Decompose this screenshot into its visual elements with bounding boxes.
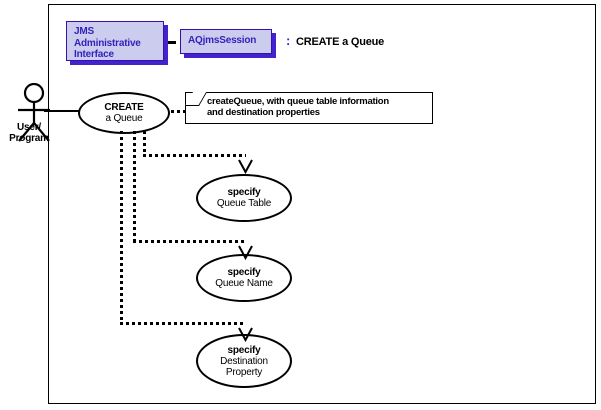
class-box-jms-line-1: JMS (74, 26, 94, 37)
note-createqueue: createQueue, with queue table informatio… (185, 92, 433, 124)
diagram-frame (48, 4, 596, 404)
use-case-create-line-1: CREATE (104, 102, 144, 113)
use-case-create-line-2: a Queue (105, 113, 143, 124)
class-box-aqjmssession-label: AQjmsSession (188, 35, 257, 46)
header-separator-dash (168, 41, 176, 44)
dashed-vertical-stub (143, 131, 146, 156)
class-box-jms-line-2: Administrative (74, 37, 141, 49)
use-case-queue-name-line-2: Queue Name (215, 278, 273, 289)
use-case-destination-line-1: specify (227, 344, 261, 356)
dashed-vertical-outer (120, 131, 123, 325)
use-case-queue-table-line-1: specify (227, 187, 261, 198)
actor-label-line-1: User/ (16, 122, 41, 133)
page-title: CREATE a Queue (296, 36, 385, 48)
use-case-destination-line-2: Destination (220, 355, 268, 367)
note-anchor-dashed-line (171, 110, 186, 113)
use-case-specify-queue-table: specify Queue Table (196, 174, 292, 222)
use-case-create-a-queue: CREATE a Queue (78, 92, 170, 134)
header-colon: : (286, 33, 291, 48)
note-text: createQueue, with queue table informatio… (207, 96, 427, 118)
use-case-specify-queue-name: specify Queue Name (196, 254, 292, 302)
use-case-specify-destination-property: specify Destination Property (196, 334, 292, 388)
actor-label-line-2: Program (9, 133, 49, 144)
association-actor-to-create (44, 110, 80, 112)
use-case-queue-table-line-2: Queue Table (216, 198, 272, 209)
use-case-queue-name-line-1: specify (227, 267, 261, 278)
dashed-branch-to-queue-name (133, 240, 246, 243)
dashed-branch-to-destination-property (120, 322, 246, 325)
actor-label: User/ Program (0, 122, 58, 144)
class-box-jms-line-3: Interface (74, 49, 114, 60)
note-body (185, 92, 433, 124)
use-case-destination-line-3: Property (225, 366, 263, 378)
note-text-line-2: and destination properties (207, 107, 320, 118)
note-text-line-1: createQueue, with queue table informatio… (207, 96, 389, 107)
dashed-vertical-inner (133, 131, 136, 243)
dashed-branch-to-queue-table (143, 154, 246, 157)
class-box-jms-administrative-interface: JMS Administrative Interface (66, 21, 164, 61)
class-box-aqjmssession: AQjmsSession (180, 29, 272, 54)
